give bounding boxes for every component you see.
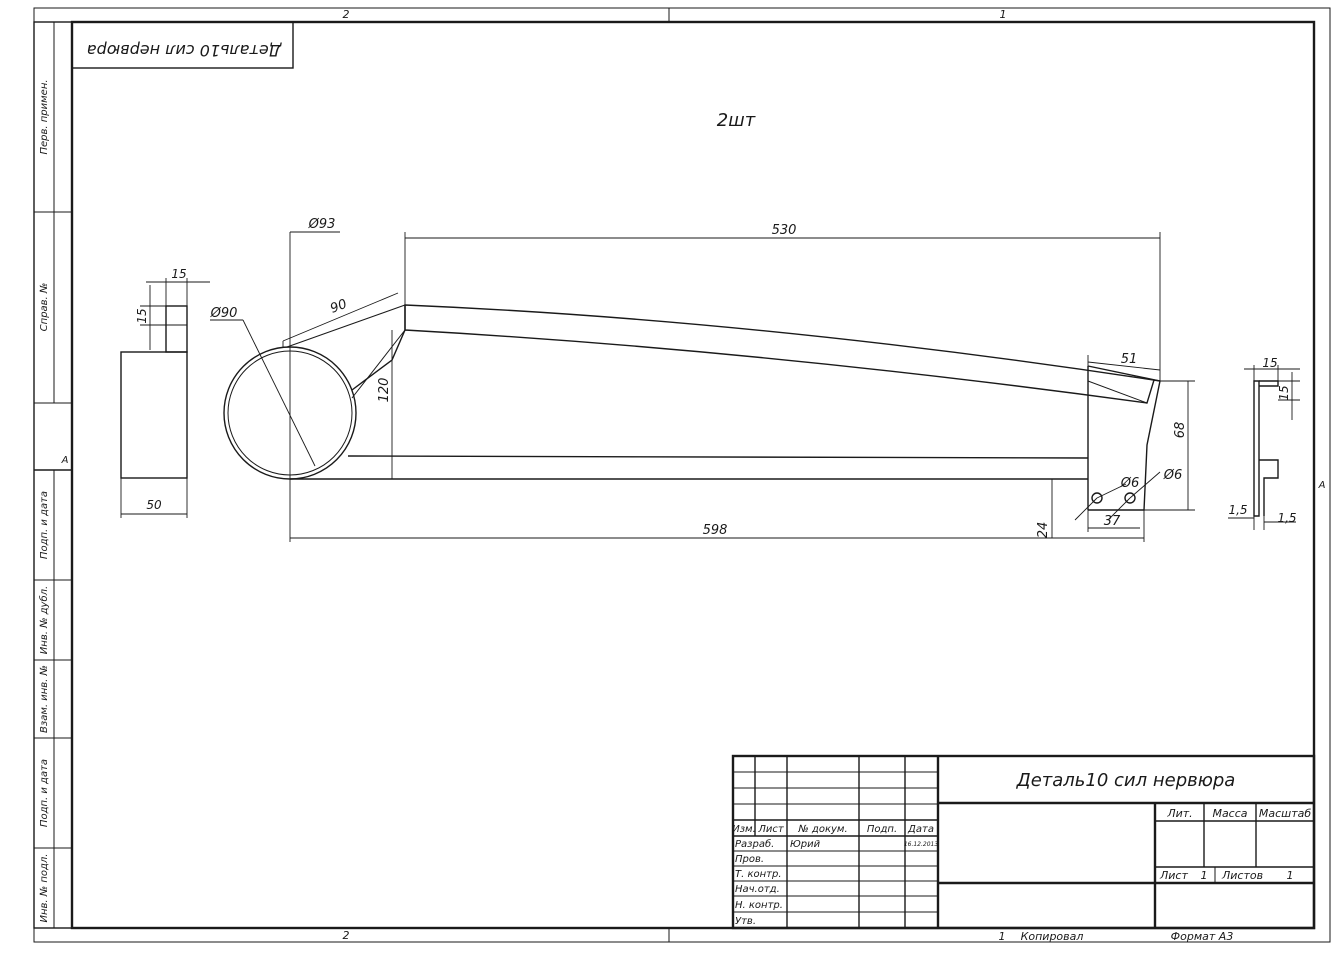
side-label-perv-primen: Перв. примен. bbox=[39, 79, 50, 154]
dim-right-h15: 15 bbox=[1277, 385, 1291, 400]
zone-top-right: 1 bbox=[1000, 8, 1007, 21]
side-label-vzam-inv: Взам. инв. № bbox=[39, 665, 50, 733]
dim-length-530: 530 bbox=[772, 223, 797, 238]
dim-tail-68: 68 bbox=[1173, 422, 1188, 439]
dim-thick-left: 1,5 bbox=[1228, 503, 1247, 517]
dim-dia-90: Ø90 bbox=[210, 306, 238, 321]
zone-top-left: 2 bbox=[343, 8, 350, 21]
tb-row-label-prov: Пров. bbox=[735, 854, 764, 865]
tb-sheet-value: 1 bbox=[1201, 869, 1208, 882]
tb-header-podp: Подп. bbox=[867, 824, 897, 835]
side-label-sprav-no: Справ. № bbox=[39, 283, 50, 332]
left-side-view bbox=[120, 278, 210, 518]
corner-stamp: Деталь10 сил нервюра bbox=[71, 21, 294, 69]
dim-left-width: 50 bbox=[146, 498, 162, 512]
title-block bbox=[731, 754, 1316, 930]
tb-header-doc: № докум. bbox=[797, 824, 847, 835]
title-block-name: Деталь10 сил нервюра bbox=[1016, 770, 1236, 791]
zone-bottom-left: 2 bbox=[343, 929, 350, 942]
dim-hole-dia-b: Ø6 bbox=[1163, 468, 1183, 483]
side-label-podp-data-2: Подп. и дата bbox=[39, 759, 50, 827]
tb-row-date-razrab: 16.12.2013 bbox=[904, 841, 939, 848]
main-view bbox=[210, 231, 1195, 542]
tb-lit-label: Лит. bbox=[1166, 807, 1192, 820]
side-label-podp-data-1: Подп. и дата bbox=[39, 491, 50, 559]
dim-left-flange-h: 15 bbox=[135, 308, 149, 323]
dim-height-120: 120 bbox=[377, 378, 392, 403]
dim-length-598: 598 bbox=[703, 523, 728, 538]
footer-number: 1 bbox=[999, 930, 1006, 943]
tb-scale-label: Масштаб bbox=[1259, 807, 1311, 820]
dim-offset-24: 24 bbox=[1036, 522, 1051, 539]
dim-right-w15: 15 bbox=[1262, 356, 1277, 370]
dim-spacing-37: 37 bbox=[1104, 514, 1121, 529]
tb-row-label-razrab: Разраб. bbox=[735, 838, 774, 850]
tb-mass-label: Масса bbox=[1212, 807, 1247, 820]
tb-header-date: Дата bbox=[907, 824, 934, 835]
dim-hole-dia-a: Ø6 bbox=[1120, 476, 1140, 491]
side-label-inv-podl: Инв. № подл. bbox=[39, 854, 50, 923]
dim-left-flange-w: 15 bbox=[171, 267, 186, 281]
dim-slope-90: 90 bbox=[328, 297, 349, 317]
corner-stamp-text: Деталь10 сил нервюра bbox=[87, 41, 282, 60]
tb-sheets-label: Листов bbox=[1221, 869, 1263, 882]
footer-format: Формат А3 bbox=[1171, 930, 1234, 943]
dim-dia-93: Ø93 bbox=[308, 217, 336, 232]
right-section-view bbox=[1228, 365, 1300, 530]
tb-header-list: Лист bbox=[757, 824, 785, 835]
zone-side-left: A bbox=[61, 455, 69, 466]
tb-row-label-nkontr: Н. контр. bbox=[735, 900, 783, 911]
tb-row-label-tkontr: Т. контр. bbox=[735, 869, 782, 880]
zone-side-right: A bbox=[1318, 480, 1326, 491]
side-column bbox=[33, 21, 73, 929]
dim-thick-right: 1,5 bbox=[1277, 511, 1296, 525]
dim-tail-51: 51 bbox=[1121, 352, 1138, 367]
footer-copied: Копировал bbox=[1021, 930, 1084, 943]
tb-sheets-value: 1 bbox=[1287, 869, 1294, 882]
tb-header-izm: Изм. bbox=[732, 824, 756, 835]
side-label-inv-dubl: Инв. № дубл. bbox=[38, 586, 50, 654]
quantity-note: 2шт bbox=[717, 110, 756, 131]
tb-row-label-utv: Утв. bbox=[735, 916, 756, 927]
tb-row-label-nachotd: Нач.отд. bbox=[735, 884, 780, 895]
tb-sheet-label: Лист bbox=[1159, 869, 1188, 882]
tb-row-name-razrab: Юрий bbox=[790, 839, 821, 850]
